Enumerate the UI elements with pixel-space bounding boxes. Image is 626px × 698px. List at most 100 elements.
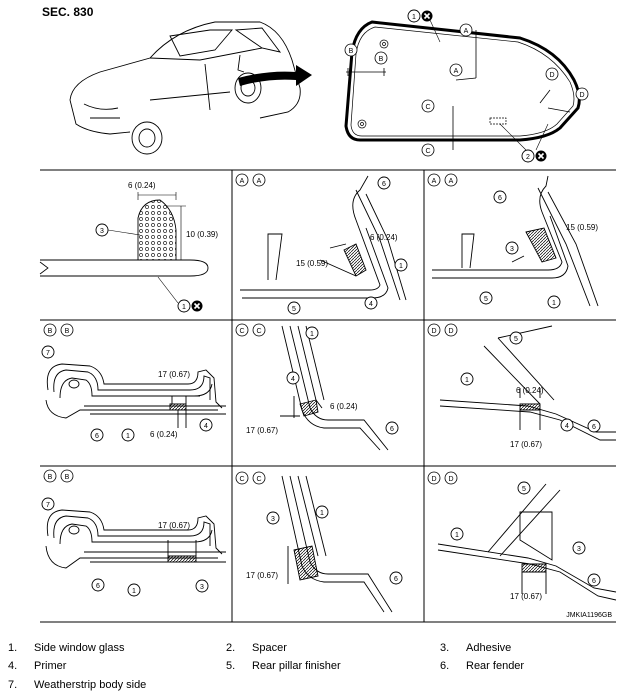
callout-4-p5: 4	[286, 371, 300, 385]
callout-5-p6: 5	[509, 331, 523, 345]
svg-text:1: 1	[182, 304, 186, 311]
legend-num-1: 1.	[8, 642, 17, 654]
callout-6-p5: 6	[385, 421, 399, 435]
label-d-d-p9: D D	[427, 471, 458, 485]
callout-1-p2: 1	[394, 258, 408, 272]
svg-text:B: B	[48, 328, 53, 335]
callout-2-top: 2	[521, 149, 547, 163]
callout-5-p3: 5	[479, 291, 493, 305]
legend-num-2: 2.	[226, 642, 235, 654]
svg-text:3: 3	[510, 246, 514, 253]
svg-text:A: A	[257, 178, 262, 185]
glass-leader	[429, 19, 441, 43]
dim-6-c-c: 6 (0.24)	[330, 402, 358, 411]
svg-text:D: D	[448, 328, 453, 335]
svg-text:6: 6	[96, 583, 100, 590]
legend-label-1: Side window glass	[34, 642, 125, 654]
svg-text:1: 1	[310, 331, 314, 338]
legend-label-4: Primer	[34, 660, 67, 672]
svg-text:2: 2	[526, 154, 530, 161]
callout-1-top: 1	[407, 9, 433, 23]
legend: 1. Side window glass 2. Spacer 3. Adhesi…	[8, 642, 524, 691]
svg-text:C: C	[239, 328, 244, 335]
letter-c-bottom: C	[421, 143, 435, 157]
callout-5-p9: 5	[517, 481, 531, 495]
letter-d-bottom: D	[575, 87, 589, 101]
callout-1-p6: 1	[460, 372, 474, 386]
svg-text:4: 4	[565, 423, 569, 430]
callout-6-p6: 6	[587, 419, 601, 433]
svg-text:6: 6	[390, 426, 394, 433]
callout-1-p1: 1	[177, 299, 203, 313]
callout-1-p5: 1	[305, 326, 319, 340]
legend-label-2: Spacer	[252, 642, 287, 654]
svg-text:A: A	[432, 178, 437, 185]
dim-17-c-c: 17 (0.67)	[246, 426, 278, 435]
spacer-leaders	[499, 123, 549, 151]
dim-6-b-b: 6 (0.24)	[150, 430, 178, 439]
dim-17-d-d-adh: 17 (0.67)	[510, 592, 542, 601]
letter-b-bottom: B	[374, 51, 388, 65]
label-a-a-p3: A A	[427, 173, 458, 187]
svg-text:7: 7	[46, 502, 50, 509]
svg-text:5: 5	[484, 296, 488, 303]
svg-text:A: A	[240, 178, 245, 185]
callout-4-p6: 4	[560, 418, 574, 432]
svg-text:1: 1	[320, 510, 324, 517]
svg-text:C: C	[256, 328, 261, 335]
svg-text:1: 1	[552, 300, 556, 307]
label-c-c-p8: C C	[235, 471, 266, 485]
arrow-icon	[238, 65, 312, 86]
legend-num-4: 4.	[8, 660, 17, 672]
svg-text:A: A	[454, 68, 459, 75]
svg-text:A: A	[464, 28, 469, 35]
callout-6-p4: 6	[90, 428, 104, 442]
svg-text:1: 1	[399, 263, 403, 270]
callout-1-p4: 1	[121, 428, 135, 442]
legend-label-6: Rear fender	[466, 660, 524, 672]
dim-10-adhesive: 10 (0.39)	[186, 230, 218, 239]
callout-6-p2: 6	[377, 176, 391, 190]
callout-7-p7: 7	[41, 497, 55, 511]
callout-3-p8: 3	[266, 511, 280, 525]
panel-adhesive-bead	[39, 192, 209, 304]
legend-num-6: 6.	[440, 660, 449, 672]
svg-text:C: C	[239, 476, 244, 483]
dim-6-a-a: 6 (0.24)	[370, 233, 398, 242]
svg-text:D: D	[549, 72, 554, 79]
letter-a-bottom: A	[449, 63, 463, 77]
svg-text:4: 4	[369, 301, 373, 308]
section-label: SEC. 830	[42, 5, 94, 19]
label-b-b-p7: B B	[43, 469, 74, 483]
dim-6-d-d: 6 (0.24)	[516, 386, 544, 395]
svg-text:5: 5	[522, 486, 526, 493]
svg-text:B: B	[65, 474, 70, 481]
label-d-d-p6: D D	[427, 323, 458, 337]
dim-6-adhesive: 6 (0.24)	[128, 181, 156, 190]
callout-4-p4: 4	[199, 418, 213, 432]
panel-a-a-primer	[240, 175, 407, 301]
svg-text:6: 6	[382, 181, 386, 188]
svg-text:B: B	[379, 56, 384, 63]
callout-1-p9: 1	[450, 527, 464, 541]
svg-text:6: 6	[95, 433, 99, 440]
svg-text:6: 6	[498, 195, 502, 202]
svg-text:D: D	[431, 476, 436, 483]
svg-text:1: 1	[412, 14, 416, 21]
car-illustration	[69, 21, 301, 155]
dim-17-d-d: 17 (0.67)	[510, 440, 542, 449]
svg-text:B: B	[349, 48, 354, 55]
panel-d-d-primer	[439, 325, 616, 441]
dim-17-b-b: 17 (0.67)	[158, 370, 190, 379]
panel-c-c-primer	[280, 325, 389, 451]
svg-text:6: 6	[592, 424, 596, 431]
callout-1-p7: 1	[127, 583, 141, 597]
svg-text:D: D	[431, 328, 436, 335]
letter-a-top: A	[459, 23, 473, 37]
window-glass-outline	[344, 20, 581, 142]
letter-b-top: B	[344, 43, 358, 57]
svg-text:1: 1	[132, 588, 136, 595]
callout-4-p2: 4	[364, 296, 378, 310]
svg-text:C: C	[425, 148, 430, 155]
